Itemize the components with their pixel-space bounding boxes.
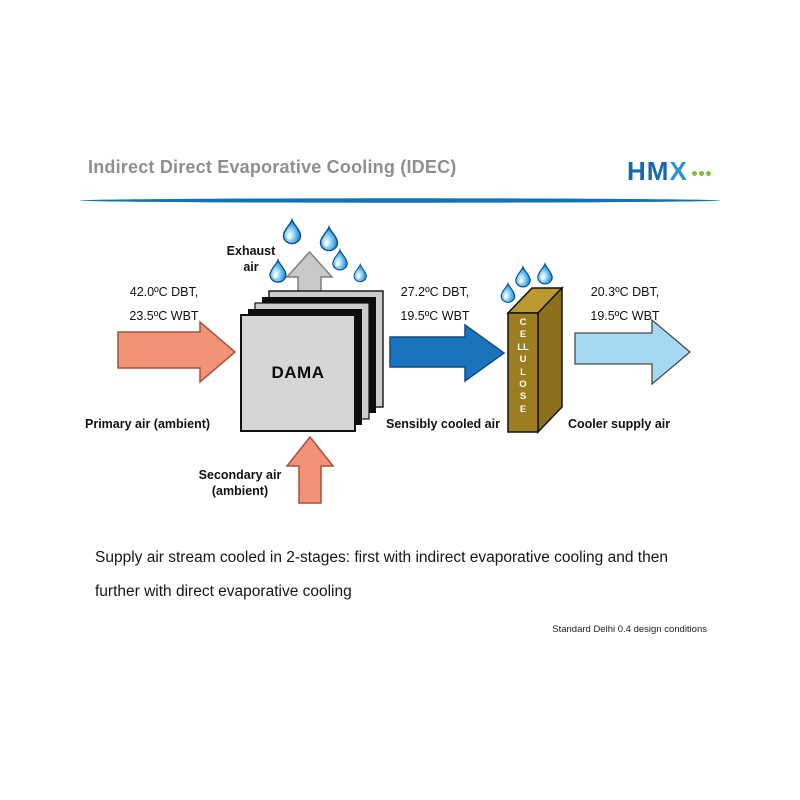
supply-wbt: 19.5ºC WBT xyxy=(590,308,660,323)
cooled-wbt: 19.5ºC WBT xyxy=(400,308,470,323)
water-droplet-icon xyxy=(537,263,553,285)
supply-air-temperature: 20.3ºC DBT, 19.5ºC WBT xyxy=(575,281,675,328)
water-droplet-icon xyxy=(332,249,348,271)
primary-air-temperature: 42.0ºC DBT, 23.5ºC WBT xyxy=(114,281,214,328)
logo-letter-x: X xyxy=(669,156,688,186)
dama-unit-front xyxy=(240,314,356,432)
page-title: Indirect Direct Evaporative Cooling (IDE… xyxy=(88,157,457,177)
cooler-supply-air-label: Cooler supply air xyxy=(568,417,671,431)
secondary-air-label: Secondary air (ambient) xyxy=(198,468,282,498)
secondary-air-arrow xyxy=(285,435,335,504)
cellulose-pad-side-face xyxy=(537,286,563,434)
primary-wbt: 23.5ºC WBT xyxy=(129,308,199,323)
water-droplet-icon xyxy=(515,266,531,288)
dama-unit-label: DAMA xyxy=(271,363,325,382)
primary-air-label: Primary air (ambient) xyxy=(85,417,211,431)
cooled-dbt: 27.2ºC DBT, xyxy=(400,285,470,299)
water-droplet-icon xyxy=(353,264,367,283)
cooled-air-temperature: 27.2ºC DBT, 19.5ºC WBT xyxy=(385,281,485,328)
primary-dbt: 42.0ºC DBT, xyxy=(129,285,199,299)
water-droplet-icon xyxy=(319,226,339,252)
slide-caption: Supply air stream cooled in 2-stages: fi… xyxy=(95,549,668,600)
hmx-logo: HMX xyxy=(627,152,711,186)
primary-air-arrow xyxy=(117,320,237,384)
water-droplet-icon xyxy=(282,219,302,245)
sensibly-cooled-air-label: Sensibly cooled air xyxy=(386,417,500,431)
cellulose-pad-label: CELLULOSE xyxy=(517,317,529,415)
sensibly-cooled-air-arrow xyxy=(389,323,506,383)
design-conditions-note: Standard Delhi 0.4 design conditions xyxy=(552,624,707,635)
logo-letter-h: H xyxy=(627,156,647,186)
logo-letter-m: M xyxy=(646,156,670,186)
exhaust-air-label: Exhaust air xyxy=(226,244,276,274)
logo-dots-icon xyxy=(690,152,711,182)
cellulose-pad-front-face xyxy=(507,312,539,433)
water-droplet-icon xyxy=(500,282,516,303)
supply-dbt: 20.3ºC DBT, xyxy=(590,285,660,299)
header-divider-line xyxy=(80,198,720,203)
cooler-supply-air-arrow xyxy=(574,318,692,386)
